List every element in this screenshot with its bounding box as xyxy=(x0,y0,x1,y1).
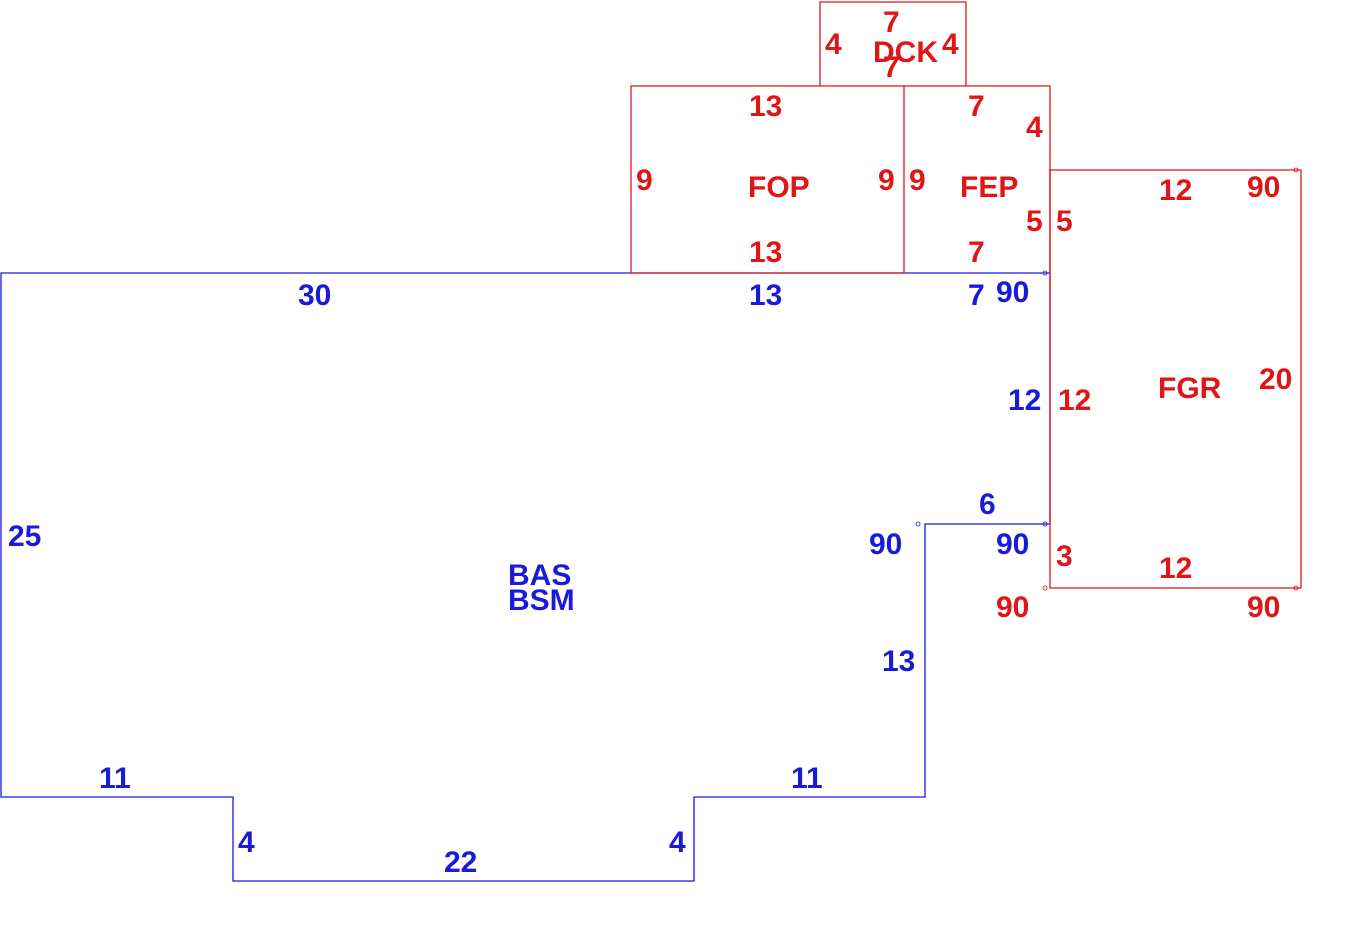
dim-label: 13 xyxy=(749,236,782,269)
dim-label: 9 xyxy=(636,164,653,197)
dim-label: 5 xyxy=(1056,205,1073,238)
dim-label: 11 xyxy=(791,762,823,795)
area-code-fgr: FGR xyxy=(1158,372,1222,405)
deck-outline xyxy=(819,1,967,86)
corner-marker xyxy=(915,521,921,527)
dim-label: 90 xyxy=(1247,591,1280,624)
dim-label: 7 xyxy=(968,279,985,312)
area-code-bas: BAS xyxy=(508,559,571,592)
dim-label: 90 xyxy=(996,528,1029,561)
area-code-bsm: BSM xyxy=(508,584,575,617)
corner-marker xyxy=(1042,521,1048,527)
dim-label: 25 xyxy=(8,520,41,553)
area-code-fep: FEP xyxy=(960,171,1018,204)
dim-label: 90 xyxy=(869,528,902,561)
dim-label: 6 xyxy=(979,488,996,521)
dim-label: 7 xyxy=(968,236,985,269)
dim-label: 12 xyxy=(1008,384,1041,417)
corner-marker xyxy=(1293,167,1299,173)
dim-label: 7 xyxy=(883,6,900,39)
dim-label: 4 xyxy=(825,28,842,61)
dim-label: 13 xyxy=(749,279,782,312)
dim-label: 9 xyxy=(909,164,926,197)
corner-marker xyxy=(1042,270,1048,276)
dim-label: 22 xyxy=(444,846,477,879)
dim-label: 9 xyxy=(878,164,895,197)
dim-label: 90 xyxy=(996,591,1029,624)
dim-label: 4 xyxy=(238,826,255,859)
dim-label: 11 xyxy=(99,762,131,795)
dim-label: 20 xyxy=(1259,363,1292,396)
dim-label: 7 xyxy=(968,90,985,123)
dim-label: 13 xyxy=(749,90,782,123)
dim-label: 3 xyxy=(1056,540,1073,573)
corner-marker xyxy=(1042,585,1048,591)
dim-label: 4 xyxy=(1026,111,1043,144)
dim-label: 90 xyxy=(996,276,1029,309)
dim-label: 12 xyxy=(1058,384,1091,417)
dim-label: 5 xyxy=(1026,205,1043,238)
dim-label: 12 xyxy=(1159,174,1192,207)
dim-label: 30 xyxy=(298,279,331,312)
dim-label: 7 xyxy=(883,51,900,84)
dim-label: 4 xyxy=(669,826,686,859)
dim-label: 4 xyxy=(942,28,959,61)
garage-outline xyxy=(1049,169,1302,589)
area-code-dck: DCK xyxy=(873,36,938,69)
dim-label: 12 xyxy=(1159,552,1192,585)
dim-label: 90 xyxy=(1247,171,1280,204)
dim-label: 13 xyxy=(882,645,915,678)
corner-marker xyxy=(1293,585,1299,591)
area-code-fop: FOP xyxy=(748,171,810,204)
